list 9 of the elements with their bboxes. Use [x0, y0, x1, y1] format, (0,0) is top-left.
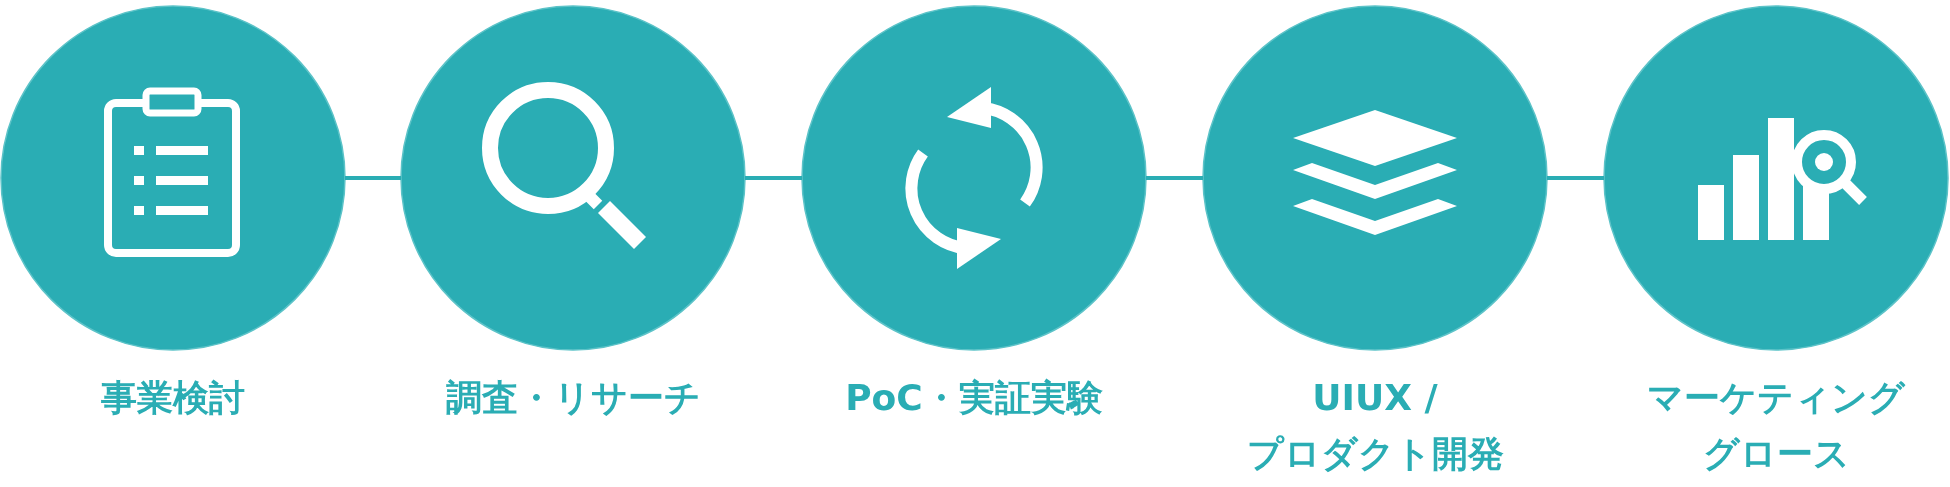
step-label: 事業検討 — [100, 376, 246, 420]
connector-line — [1146, 176, 1203, 180]
step-label: PoC・実証実験 — [844, 376, 1104, 420]
connector-line — [1547, 176, 1604, 180]
connector-line — [745, 176, 802, 180]
step-label: マーケティンググロース — [1646, 376, 1907, 476]
step-label: 調査・リサーチ — [444, 376, 702, 420]
connector-line — [345, 176, 401, 180]
step-label: UIUX / プロダクト開発 — [1245, 376, 1505, 476]
